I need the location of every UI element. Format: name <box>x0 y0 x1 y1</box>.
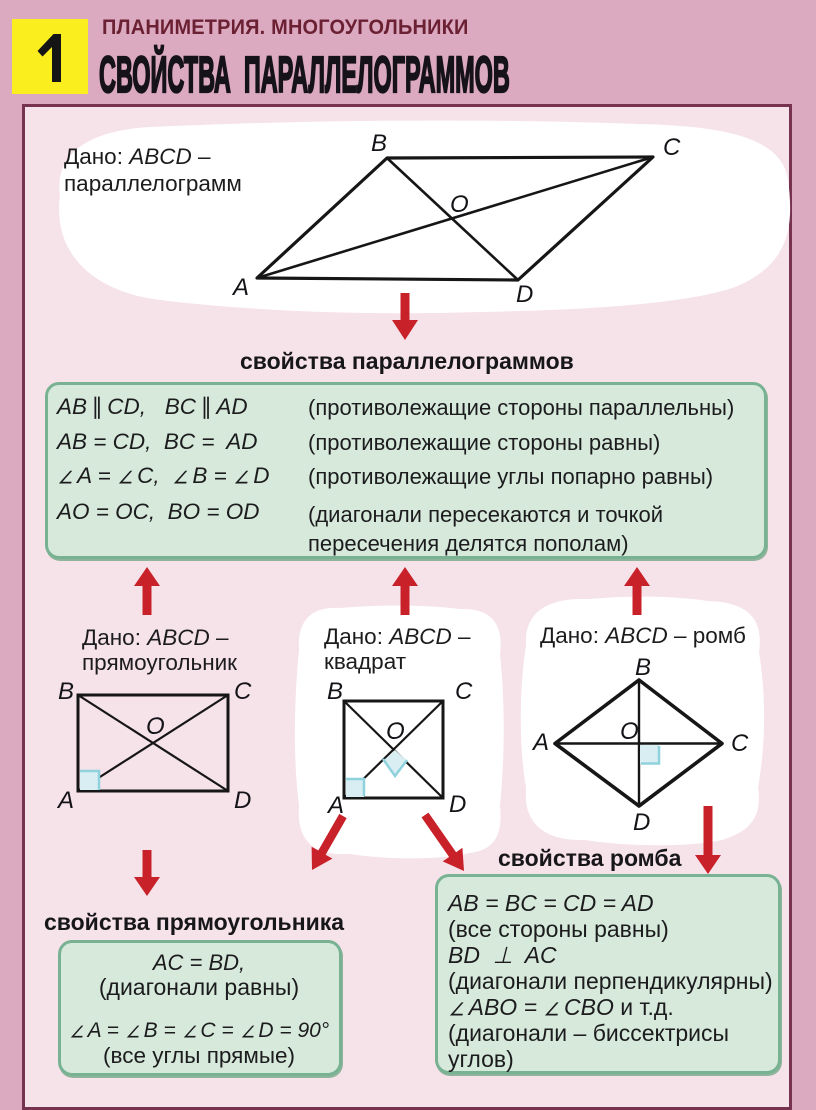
svg-text:D: D <box>449 791 466 818</box>
svg-text:O: O <box>386 718 405 745</box>
svg-text:O: O <box>620 718 639 745</box>
svg-text:A: A <box>56 787 74 814</box>
svg-text:A: A <box>531 729 549 756</box>
svg-text:D: D <box>633 809 650 836</box>
svg-text:B: B <box>371 130 387 157</box>
svg-text:C: C <box>455 678 473 705</box>
svg-text:A: A <box>231 274 249 301</box>
svg-text:C: C <box>663 134 681 161</box>
svg-text:C: C <box>731 730 749 757</box>
svg-text:O: O <box>146 713 165 740</box>
svg-text:O: O <box>450 191 469 218</box>
svg-text:A: A <box>326 792 344 819</box>
svg-text:B: B <box>327 678 343 705</box>
svg-text:C: C <box>234 678 252 705</box>
svg-text:D: D <box>234 787 251 814</box>
svg-text:B: B <box>635 654 651 681</box>
svg-text:D: D <box>516 281 533 308</box>
svg-text:B: B <box>58 678 74 705</box>
